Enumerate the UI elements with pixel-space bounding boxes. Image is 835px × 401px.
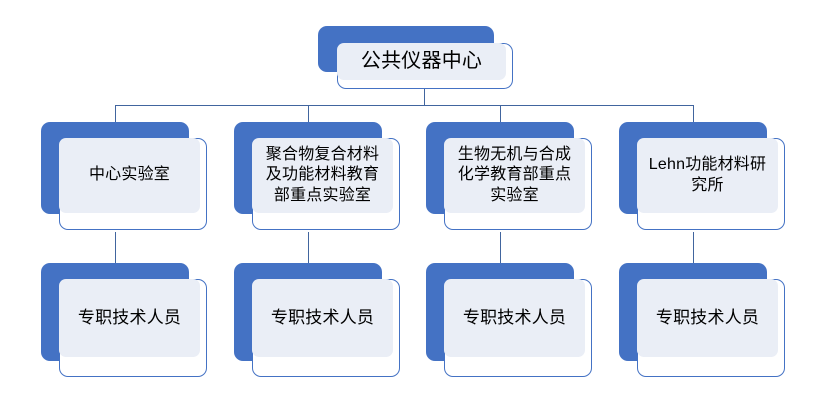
node-level3-1-label: 专职技术人员 (77, 308, 182, 328)
node-level2-4-label: Lehn功能材料研 究所 (648, 156, 767, 194)
connector-drop-level2-3 (500, 105, 501, 124)
node-level2-4-panel: Lehn功能材料研 究所 (637, 138, 778, 213)
node-level3-3-panel: 专职技术人员 (444, 279, 585, 357)
node-level3-3[interactable]: 专职技术人员 (426, 263, 596, 381)
node-level2-3-label: 生物无机与合成 化学教育部重点 实验室 (457, 145, 572, 204)
connector-level2-bus (115, 105, 694, 106)
node-level3-2[interactable]: 专职技术人员 (234, 263, 404, 381)
node-level3-2-label: 专职技术人员 (270, 308, 375, 328)
connector-drop-level2-2 (308, 105, 309, 124)
node-level2-4[interactable]: Lehn功能材料研 究所 (619, 122, 789, 234)
node-level2-1-panel: 中心实验室 (59, 138, 200, 213)
connector-drop-level2-4 (693, 105, 694, 124)
connector-level2-1-to-level3-1 (115, 232, 116, 264)
connector-level2-2-to-level3-2 (308, 232, 309, 264)
node-root-panel: 公共仪器中心 (337, 43, 506, 80)
node-root[interactable]: 公共仪器中心 (318, 26, 518, 90)
node-level2-3-panel: 生物无机与合成 化学教育部重点 实验室 (444, 138, 585, 213)
connector-drop-level2-1 (115, 105, 116, 124)
node-level3-4-label: 专职技术人员 (655, 308, 760, 328)
node-level3-2-panel: 专职技术人员 (252, 279, 393, 357)
node-level2-1-label: 中心实验室 (88, 166, 170, 184)
connector-root-stem (424, 88, 425, 106)
node-root-label: 公共仪器中心 (360, 49, 483, 72)
node-level2-2-label: 聚合物复合材料 及功能材料教育 部重点实验室 (265, 145, 380, 204)
node-level3-1[interactable]: 专职技术人员 (41, 263, 211, 381)
connector-level2-3-to-level3-3 (500, 232, 501, 264)
connector-level2-4-to-level3-4 (693, 232, 694, 264)
node-level3-3-label: 专职技术人员 (462, 308, 567, 328)
node-level2-2-panel: 聚合物复合材料 及功能材料教育 部重点实验室 (252, 138, 393, 213)
node-level3-1-panel: 专职技术人员 (59, 279, 200, 357)
node-level3-4[interactable]: 专职技术人员 (619, 263, 789, 381)
node-level3-4-panel: 专职技术人员 (637, 279, 778, 357)
node-level2-3[interactable]: 生物无机与合成 化学教育部重点 实验室 (426, 122, 596, 234)
node-level2-1[interactable]: 中心实验室 (41, 122, 211, 234)
node-level2-2[interactable]: 聚合物复合材料 及功能材料教育 部重点实验室 (234, 122, 404, 234)
